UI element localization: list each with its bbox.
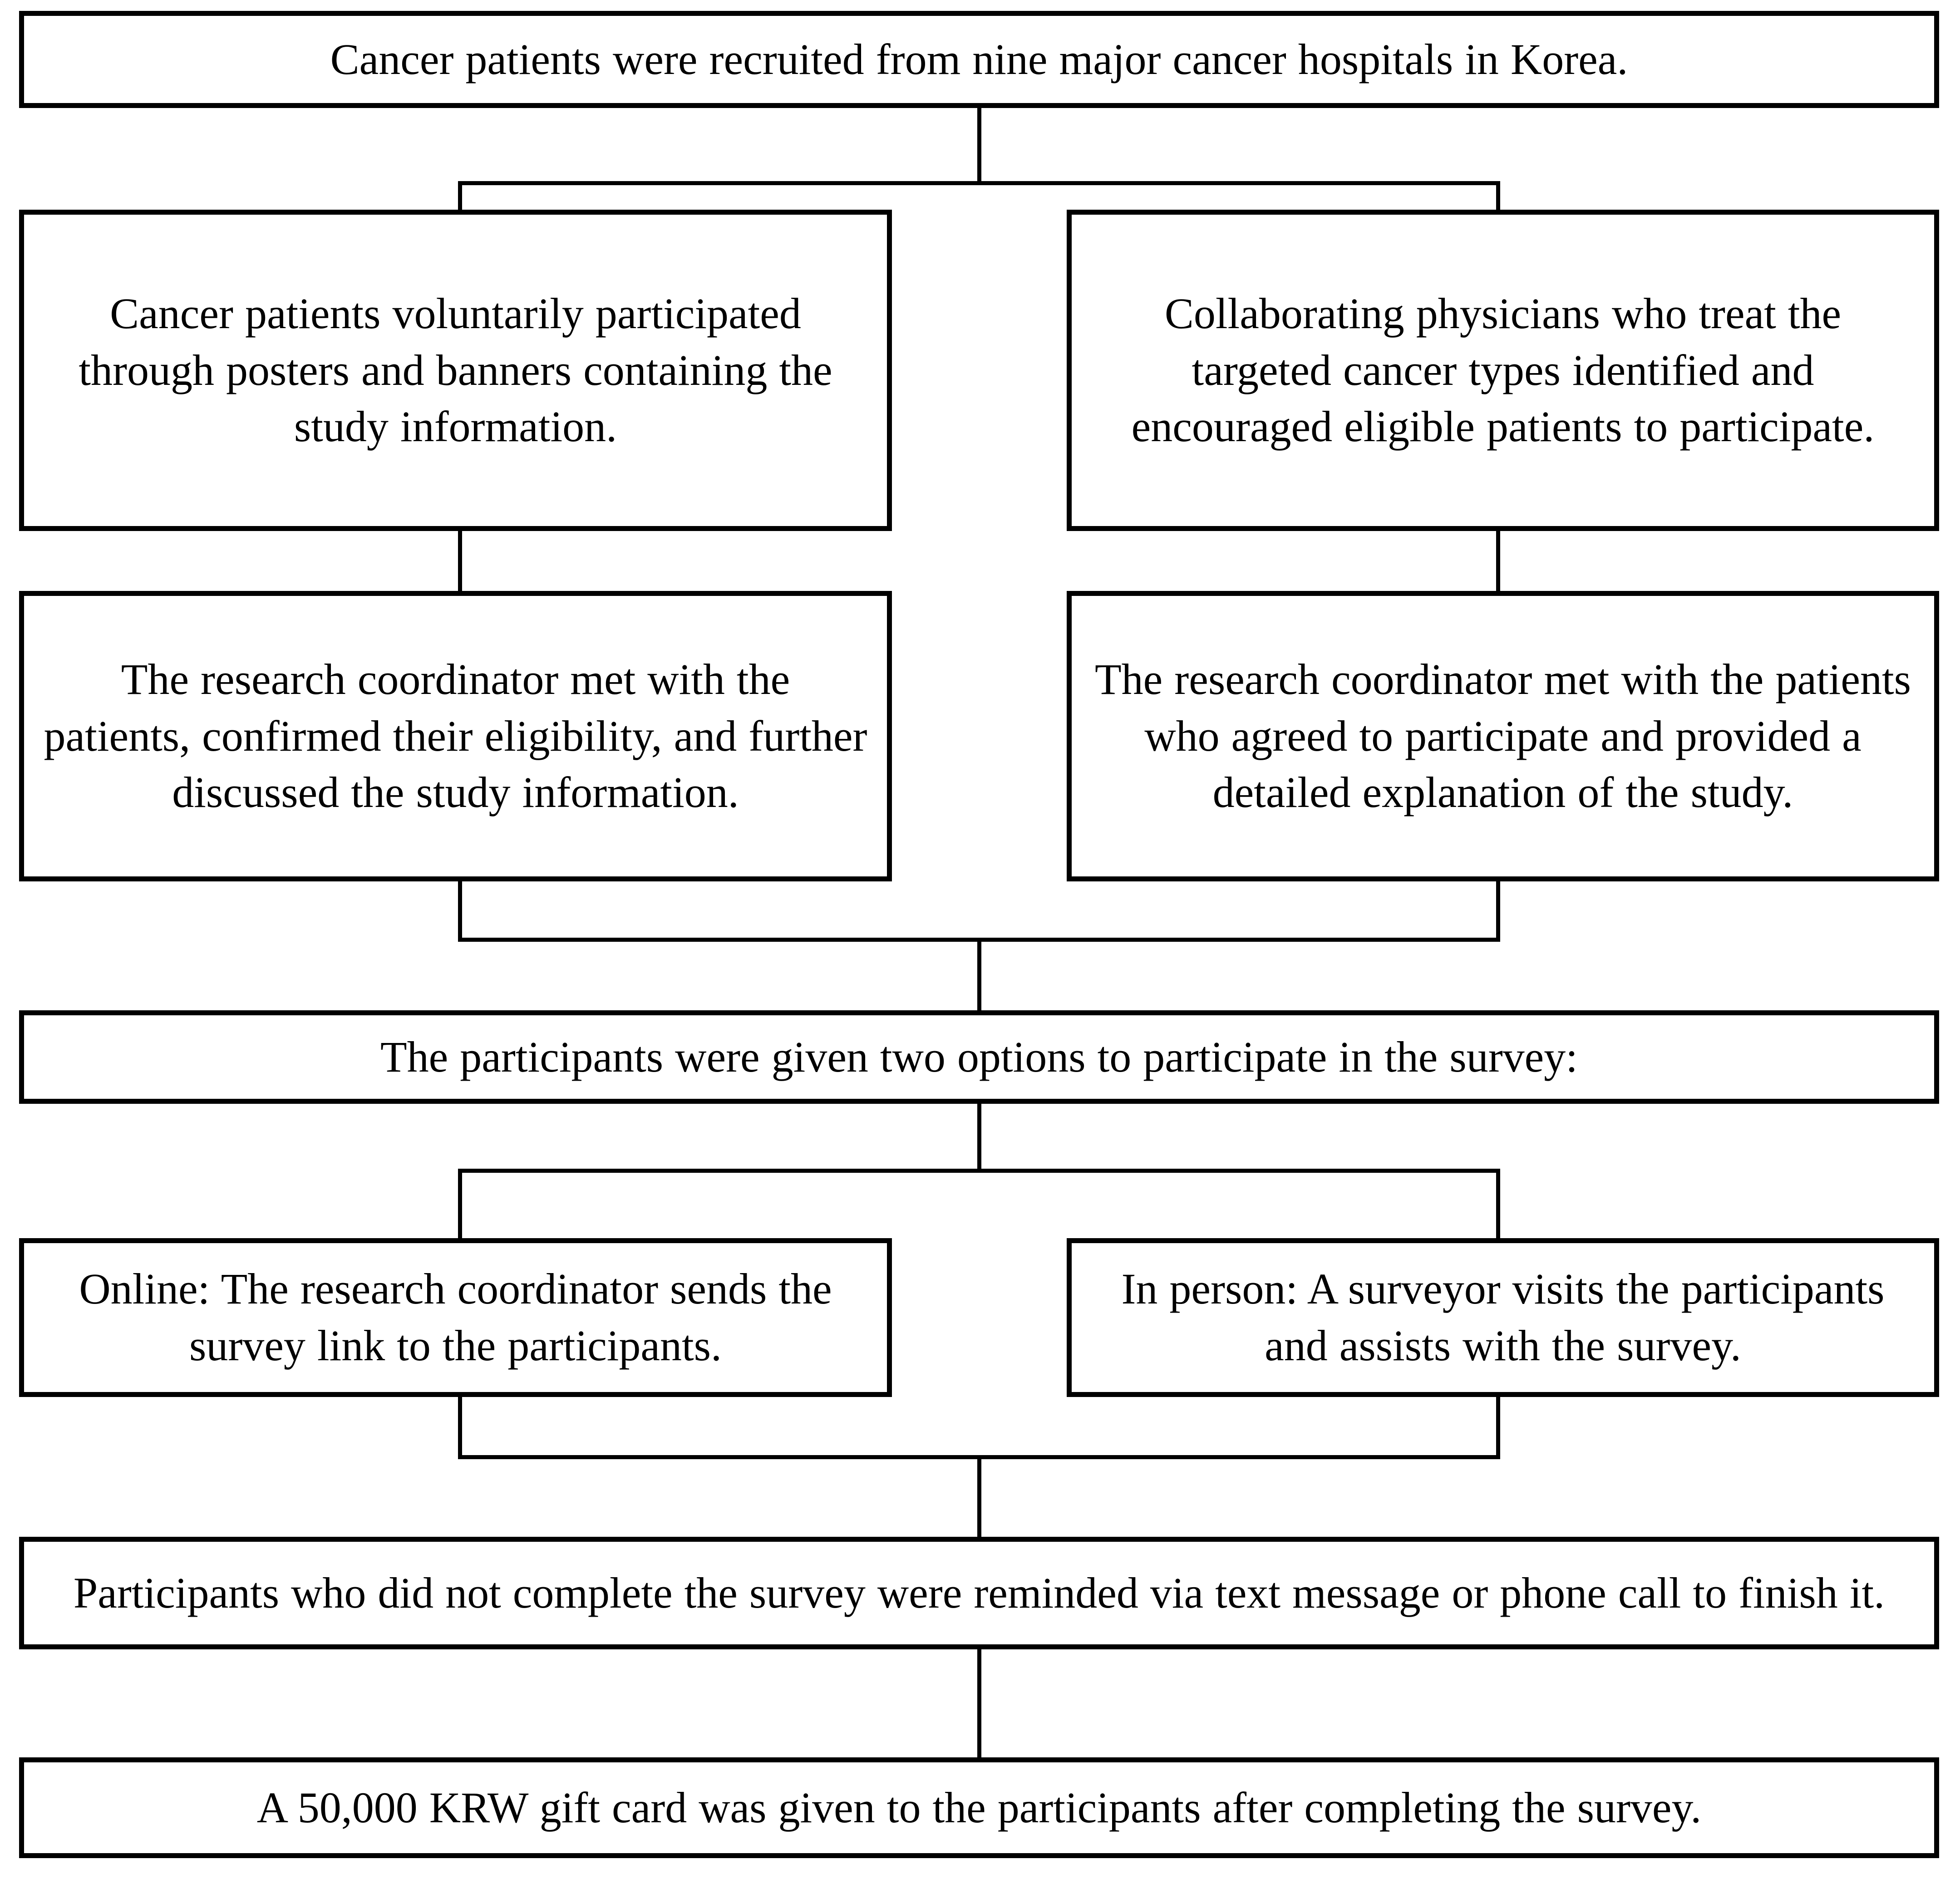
node-in-person: In person: A surveyor visits the partici… [1067, 1238, 1939, 1397]
node-voluntary: Cancer patients voluntarily participated… [19, 210, 892, 531]
node-coordinator-left-label: The research coordinator met with the pa… [44, 654, 867, 817]
connector-split-2-left-down [458, 1169, 462, 1241]
node-gift-card-label: A 50,000 KRW gift card was given to the … [256, 1783, 1702, 1832]
connector-split-1-left-down [458, 181, 462, 213]
connector-split-2-right-down [1496, 1169, 1500, 1241]
node-recruitment-label: Cancer patients were recruited from nine… [330, 34, 1628, 84]
node-physicians-label: Collaborating physicians who treat the t… [1131, 289, 1875, 451]
node-two-options-label: The participants were given two options … [380, 1032, 1578, 1081]
connector-merge-1-left-down [458, 880, 462, 941]
node-coordinator-left: The research coordinator met with the pa… [19, 591, 892, 881]
node-coordinator-right: The research coordinator met with the pa… [1067, 591, 1939, 881]
node-online: Online: The research coordinator sends t… [19, 1238, 892, 1397]
connector-merge-2-left-down [458, 1395, 462, 1459]
connector-split-1-right-down [1496, 181, 1500, 213]
node-reminder: Participants who did not complete the su… [19, 1537, 1939, 1649]
node-recruitment: Cancer patients were recruited from nine… [19, 11, 1939, 108]
connector-reminder-to-gift-card [977, 1648, 981, 1761]
connector-split-2-center-down [977, 1103, 981, 1171]
connector-recruitment-down [977, 108, 981, 183]
node-two-options: The participants were given two options … [19, 1010, 1939, 1104]
connector-split-1-bar [458, 181, 1500, 185]
node-coordinator-right-label: The research coordinator met with the pa… [1095, 654, 1911, 817]
node-voluntary-label: Cancer patients voluntarily participated… [79, 289, 832, 451]
node-reminder-label: Participants who did not complete the su… [73, 1568, 1885, 1617]
connector-merge-2-right-down [1496, 1395, 1500, 1459]
node-in-person-label: In person: A surveyor visits the partici… [1121, 1264, 1885, 1370]
connector-merge-1-center-down [977, 938, 981, 1013]
connector-split-2-bar [458, 1169, 1500, 1173]
node-online-label: Online: The research coordinator sends t… [79, 1264, 832, 1370]
node-gift-card: A 50,000 KRW gift card was given to the … [19, 1757, 1939, 1858]
connector-physicians-to-coordinator-right [1496, 529, 1500, 593]
node-physicians: Collaborating physicians who treat the t… [1067, 210, 1939, 531]
connector-merge-2-center-down [977, 1455, 981, 1539]
connector-voluntary-to-coordinator-left [458, 529, 462, 593]
connector-merge-1-right-down [1496, 880, 1500, 941]
